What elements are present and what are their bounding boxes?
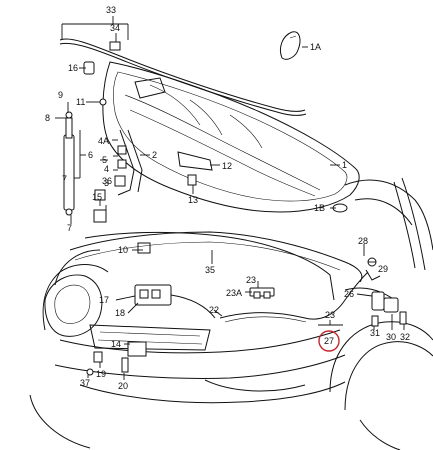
release-cable: [219, 271, 369, 323]
label-26: 26: [344, 289, 354, 299]
lower-bolts: [86, 351, 129, 376]
label-7-lower: 7: [67, 223, 72, 233]
label-1b: 1B: [314, 203, 325, 213]
label-19: 19: [96, 369, 106, 379]
seal-35: [84, 231, 335, 301]
label-20: 20: [118, 381, 128, 391]
label-23-lower: 23: [325, 310, 335, 320]
label-5: 5: [102, 155, 107, 165]
car-front-body: [29, 177, 433, 450]
hood: [59, 38, 360, 213]
label-29: 29: [378, 264, 388, 274]
label-16: 16: [68, 63, 78, 73]
label-1a: 1A: [310, 42, 321, 52]
label-18: 18: [115, 308, 125, 318]
label-36: 36: [102, 176, 112, 186]
label-9: 9: [58, 90, 63, 100]
label-12: 12: [222, 161, 232, 171]
leader-lines: [55, 16, 405, 380]
label-1: 1: [342, 160, 347, 170]
label-37: 37: [80, 378, 90, 388]
label-2: 2: [152, 150, 157, 160]
label-8: 8: [45, 113, 50, 123]
label-34: 34: [110, 23, 120, 33]
part-labels: 33 34 16 9 11 8 6 5 4A 4 3 2 7 36 15 7 1…: [45, 5, 410, 391]
label-30: 30: [386, 332, 396, 342]
label-6: 6: [88, 150, 93, 160]
label-3: 3: [104, 178, 109, 188]
label-10: 10: [118, 245, 128, 255]
label-11: 11: [76, 97, 85, 107]
label-7-upper: 7: [62, 174, 67, 184]
label-27: 27: [324, 336, 334, 346]
label-13: 13: [188, 195, 198, 205]
label-31: 31: [370, 328, 380, 338]
label-33: 33: [106, 5, 116, 15]
label-17: 17: [99, 295, 109, 305]
label-23-upper: 23: [246, 275, 256, 285]
highlight-27: [318, 330, 340, 352]
label-32: 32: [400, 332, 410, 342]
label-35: 35: [205, 265, 215, 275]
label-4a: 4A: [98, 136, 109, 146]
rubber-buffer-1a: [279, 31, 308, 60]
label-4: 4: [104, 164, 109, 174]
label-23a: 23A: [226, 288, 242, 298]
label-14: 14: [111, 339, 121, 349]
gas-strut-assembly: [63, 111, 143, 216]
label-15: 15: [92, 192, 102, 202]
right-latch-parts: [365, 257, 407, 327]
lock-assembly: [127, 284, 216, 357]
label-28: 28: [358, 236, 368, 246]
label-22: 22: [209, 305, 219, 315]
